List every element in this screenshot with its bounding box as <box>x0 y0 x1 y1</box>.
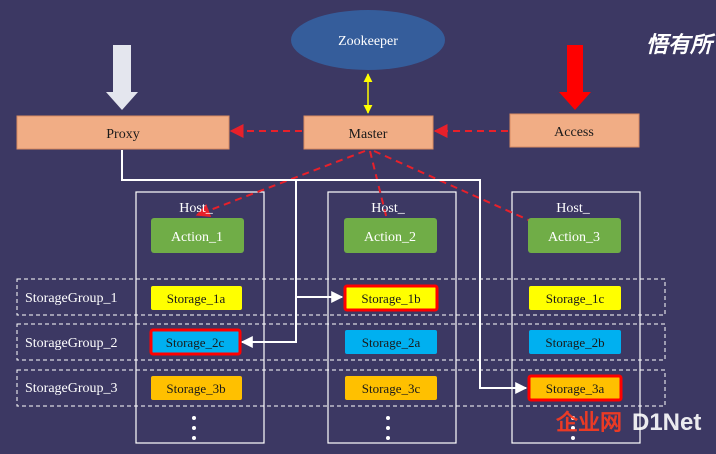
storage-1b-label: Storage_1b <box>361 291 420 306</box>
storage-1c-label: Storage_1c <box>546 291 605 306</box>
host-2-more-dots <box>386 416 390 440</box>
proxy-to-storage-3a-path <box>121 150 528 394</box>
host-box-1 <box>135 191 265 444</box>
storage-2a-node[interactable] <box>345 330 437 354</box>
proxy-to-storage-2c-path <box>240 180 297 348</box>
logo-watermark: 悟有所 <box>646 32 716 57</box>
storage-3a-node[interactable] <box>527 374 623 402</box>
host-box-2 <box>327 191 457 444</box>
access-label: Access <box>554 125 594 140</box>
action-2-node[interactable] <box>344 218 437 253</box>
storage-group-row-1 <box>16 278 666 316</box>
zookeeper-label: Zookeeper <box>338 34 398 49</box>
storage-1b-node[interactable] <box>343 284 439 312</box>
host-1-more-dots <box>192 416 196 440</box>
storage-group-2-label: StorageGroup_2 <box>25 336 118 351</box>
storage-3c-label: Storage_3c <box>362 381 421 396</box>
client-input-arrow <box>106 45 138 110</box>
storage-group-row-2 <box>16 323 666 361</box>
storage-3c-node[interactable] <box>345 376 437 400</box>
proxy-label: Proxy <box>106 127 139 142</box>
storage-3a-label: Storage_3a <box>546 381 605 396</box>
access-node[interactable] <box>509 113 640 148</box>
d1net-watermark: 企业网 D1Net <box>555 409 701 436</box>
action-3-label: Action_3 <box>548 230 600 245</box>
action-3-node[interactable] <box>528 218 621 253</box>
d1net-net-text: D1Net <box>632 409 701 436</box>
storage-2b-node[interactable] <box>529 330 621 354</box>
storage-group-3-label: StorageGroup_3 <box>25 381 118 396</box>
action-1-label: Action_1 <box>171 230 223 245</box>
storage-group-1-label: StorageGroup_1 <box>25 291 118 306</box>
action-2-label: Action_2 <box>364 230 416 245</box>
proxy-node[interactable] <box>16 115 230 150</box>
logo-watermark-text: 悟有所 <box>646 32 716 57</box>
master-label: Master <box>349 127 388 142</box>
master-node[interactable] <box>303 115 434 150</box>
storage-2a-label: Storage_2a <box>362 335 421 350</box>
action-1-node[interactable] <box>151 218 244 253</box>
storage-group-row-3 <box>16 369 666 407</box>
host-2-label: Host_ <box>371 201 405 216</box>
host-3-more-dots <box>571 416 575 440</box>
storage-3b-label: Storage_3b <box>166 381 225 396</box>
storage-2b-label: Storage_2b <box>545 335 604 350</box>
storage-1a-label: Storage_1a <box>167 291 226 306</box>
zookeeper-node[interactable] <box>291 10 445 70</box>
storage-2c-label: Storage_2c <box>166 335 225 350</box>
storage-1c-node[interactable] <box>529 286 621 310</box>
master-to-action1-arrow <box>195 150 366 218</box>
master-to-action3-arrow <box>373 150 582 245</box>
storage-3b-node[interactable] <box>151 376 242 400</box>
d1net-brand-text: 企业网 <box>555 410 622 435</box>
host-3-label: Host_ <box>556 201 590 216</box>
storage-1a-node[interactable] <box>151 286 242 310</box>
host-1-label: Host_ <box>179 201 213 216</box>
access-input-arrow <box>559 45 591 110</box>
host-box-3 <box>511 191 641 444</box>
storage-2c-node[interactable] <box>149 328 242 356</box>
